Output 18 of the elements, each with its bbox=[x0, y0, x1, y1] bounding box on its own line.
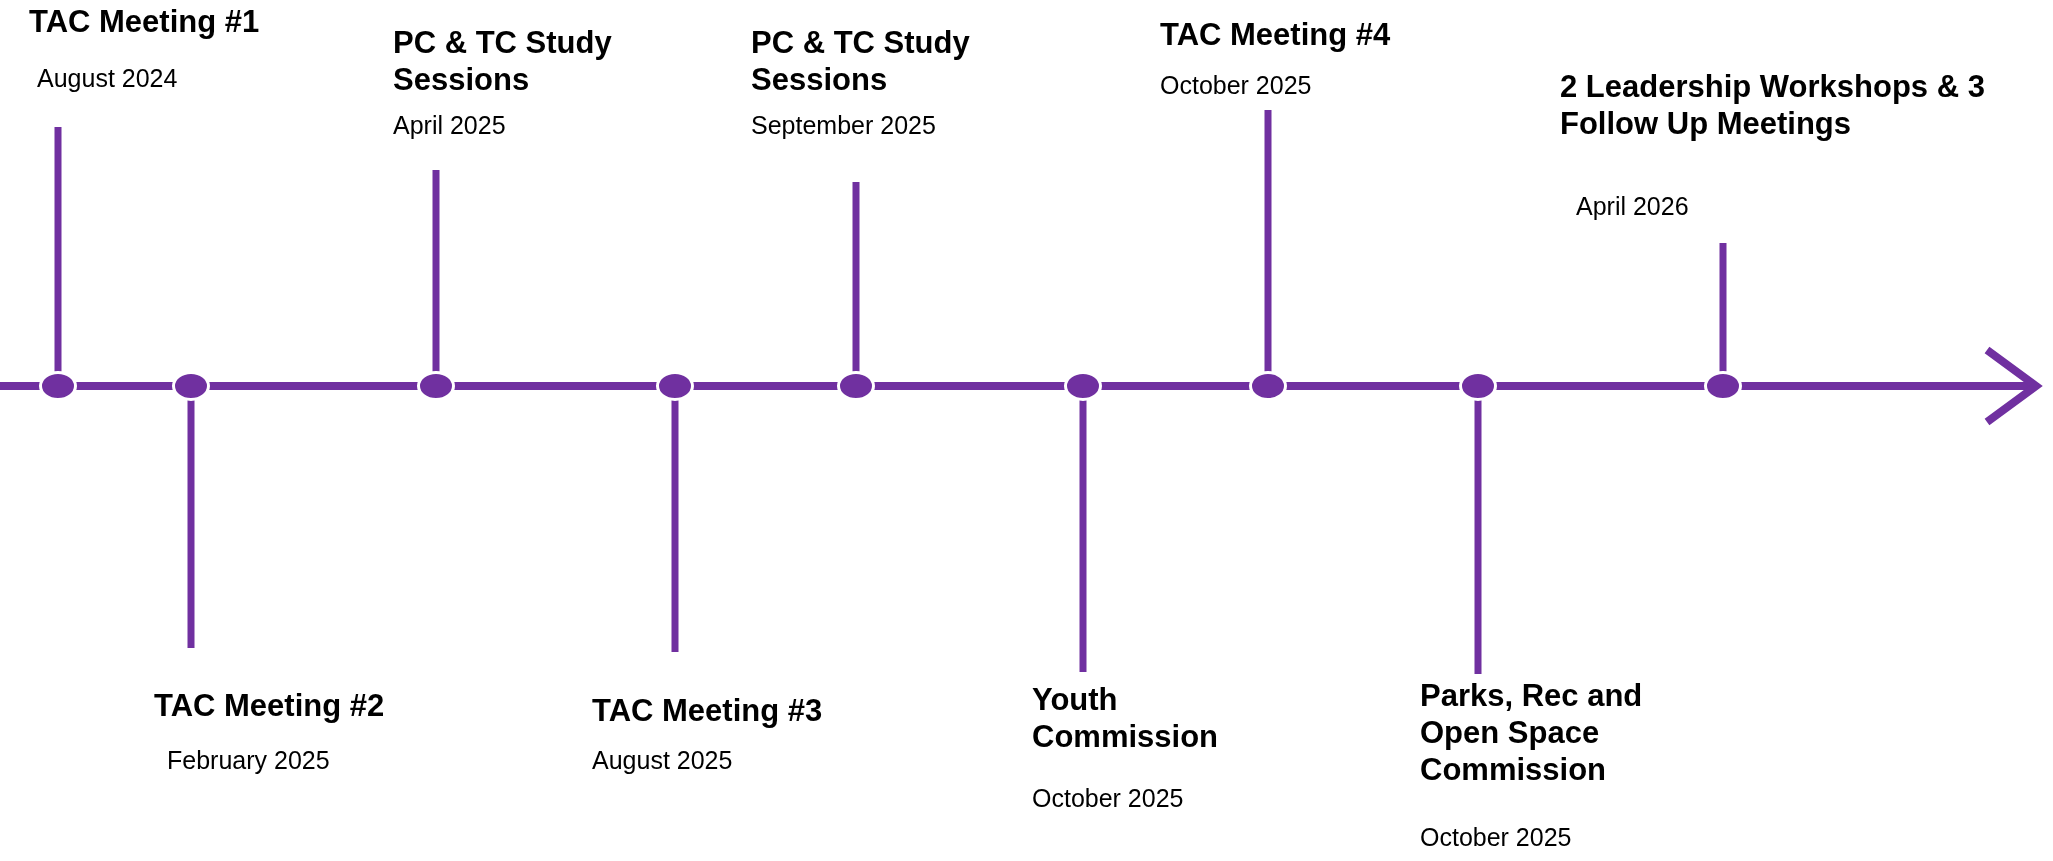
milestone-title: TAC Meeting #1 bbox=[29, 3, 261, 40]
milestone-date: February 2025 bbox=[167, 745, 330, 776]
milestone-date: September 2025 bbox=[751, 110, 936, 141]
milestone-title: PC & TC Study Sessions bbox=[751, 24, 971, 98]
milestone-date: April 2025 bbox=[393, 110, 506, 141]
milestone-title: Parks, Rec and Open Space Commission bbox=[1420, 677, 1644, 788]
milestone-title: 2 Leadership Workshops & 3 Follow Up Meetings bbox=[1560, 68, 1986, 142]
milestone-date: October 2025 bbox=[1032, 783, 1184, 814]
milestone-date: August 2025 bbox=[592, 745, 733, 776]
milestone-date: October 2025 bbox=[1420, 822, 1572, 853]
milestone-title: TAC Meeting #4 bbox=[1160, 16, 1392, 53]
milestone-title: Youth Commission bbox=[1032, 681, 1220, 755]
milestone-title: TAC Meeting #3 bbox=[592, 692, 824, 729]
milestone-date: April 2026 bbox=[1576, 191, 1689, 222]
milestone-title: PC & TC Study Sessions bbox=[393, 24, 613, 98]
milestone-title: TAC Meeting #2 bbox=[154, 687, 386, 724]
milestone-date: August 2024 bbox=[37, 63, 178, 94]
milestone-date: October 2025 bbox=[1160, 70, 1312, 101]
